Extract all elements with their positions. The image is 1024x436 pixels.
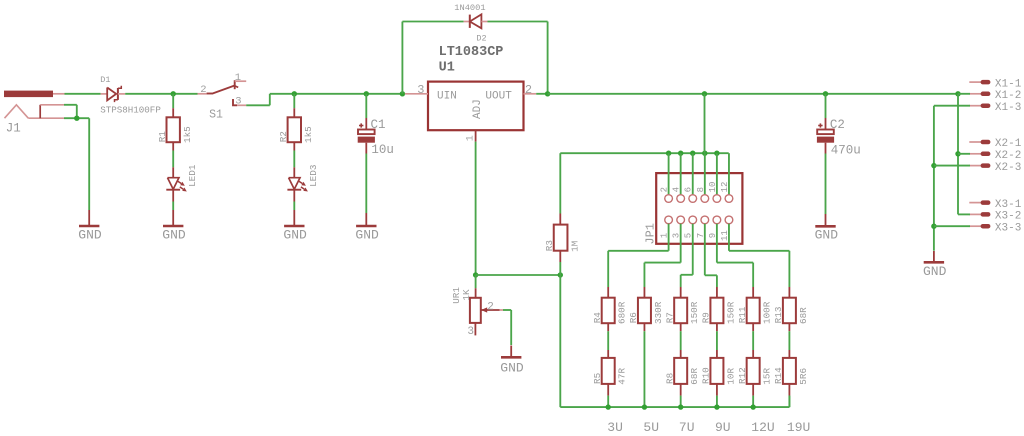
svg-text:5R6: 5R6: [798, 368, 809, 385]
svg-text:150R: 150R: [689, 301, 700, 324]
svg-text:470u: 470u: [831, 144, 861, 158]
svg-text:X2-2: X2-2: [995, 150, 1021, 162]
svg-text:680R: 680R: [617, 301, 628, 324]
svg-text:R4: R4: [592, 312, 603, 324]
svg-text:UR1: UR1: [451, 287, 462, 304]
svg-text:3U: 3U: [607, 420, 623, 435]
svg-text:X3-3: X3-3: [995, 222, 1021, 234]
svg-text:D2: D2: [476, 33, 486, 43]
svg-text:S1: S1: [209, 108, 223, 121]
svg-text:X1-3: X1-3: [995, 102, 1021, 114]
svg-text:3: 3: [417, 83, 424, 97]
svg-text:11: 11: [720, 230, 730, 241]
svg-text:X2-1: X2-1: [995, 138, 1022, 150]
svg-text:X2-3: X2-3: [995, 162, 1021, 174]
svg-text:LED1: LED1: [187, 164, 198, 187]
svg-text:R12: R12: [737, 367, 748, 384]
svg-text:1k5: 1k5: [303, 126, 314, 143]
svg-text:R1: R1: [157, 131, 168, 143]
svg-text:2: 2: [487, 302, 494, 314]
svg-text:6: 6: [684, 187, 694, 192]
svg-text:R9: R9: [701, 312, 712, 323]
svg-text:UOUT: UOUT: [485, 91, 512, 103]
svg-text:3: 3: [235, 96, 241, 108]
svg-text:5U: 5U: [643, 420, 659, 435]
svg-text:C1: C1: [371, 118, 386, 132]
svg-text:R5: R5: [592, 373, 603, 384]
svg-text:7: 7: [696, 233, 706, 238]
svg-text:2: 2: [525, 83, 532, 97]
svg-text:JP1: JP1: [644, 223, 658, 245]
svg-text:3: 3: [467, 326, 474, 338]
svg-text:12U: 12U: [751, 420, 774, 435]
svg-text:150R: 150R: [725, 301, 736, 324]
svg-text:12: 12: [720, 182, 730, 193]
svg-text:GND: GND: [283, 227, 307, 242]
svg-text:J1: J1: [6, 122, 21, 136]
svg-text:GND: GND: [78, 227, 102, 242]
svg-text:5: 5: [684, 233, 694, 238]
svg-text:1: 1: [235, 72, 241, 84]
svg-text:U1: U1: [439, 61, 455, 76]
svg-text:10: 10: [708, 182, 718, 193]
svg-text:2: 2: [200, 84, 206, 96]
svg-text:GND: GND: [355, 227, 379, 242]
svg-text:1: 1: [465, 135, 476, 141]
svg-text:GND: GND: [500, 361, 524, 376]
svg-text:R6: R6: [628, 312, 639, 323]
svg-text:GND: GND: [815, 228, 839, 243]
svg-text:STPS8H100FP: STPS8H100FP: [100, 104, 161, 115]
svg-text:9: 9: [708, 233, 718, 238]
svg-text:X1-1: X1-1: [995, 78, 1022, 90]
svg-text:D1: D1: [100, 75, 110, 85]
svg-text:1M: 1M: [569, 241, 580, 252]
svg-text:47R: 47R: [617, 368, 628, 385]
svg-text:LT1083CP: LT1083CP: [439, 45, 504, 60]
svg-text:X3-1: X3-1: [995, 199, 1022, 211]
svg-text:UIN: UIN: [437, 91, 457, 103]
svg-text:3: 3: [672, 233, 682, 238]
svg-text:68R: 68R: [798, 307, 809, 324]
svg-text:LED3: LED3: [308, 165, 319, 187]
svg-text:9U: 9U: [715, 420, 731, 435]
svg-text:100R: 100R: [762, 301, 773, 324]
svg-text:10R: 10R: [725, 368, 736, 385]
svg-text:R2: R2: [278, 131, 289, 142]
svg-text:R8: R8: [664, 373, 675, 384]
svg-text:1K: 1K: [461, 289, 472, 301]
svg-text:X1-2: X1-2: [995, 90, 1021, 102]
svg-text:1k5: 1k5: [182, 126, 193, 143]
svg-text:1N4001: 1N4001: [454, 3, 485, 13]
svg-text:8: 8: [696, 187, 706, 192]
svg-text:GND: GND: [162, 227, 186, 242]
svg-text:C2: C2: [830, 118, 845, 132]
svg-text:68R: 68R: [689, 368, 700, 385]
svg-text:10u: 10u: [371, 143, 394, 157]
svg-text:1: 1: [660, 233, 670, 238]
svg-text:R13: R13: [773, 307, 784, 324]
svg-text:R3: R3: [544, 240, 555, 251]
svg-text:4: 4: [672, 187, 682, 192]
svg-text:7U: 7U: [679, 420, 695, 435]
svg-text:2: 2: [660, 187, 670, 192]
svg-text:19U: 19U: [787, 420, 810, 435]
svg-text:GND: GND: [923, 264, 947, 279]
svg-text:X3-2: X3-2: [995, 211, 1021, 223]
svg-text:ADJ: ADJ: [472, 99, 484, 119]
svg-text:15R: 15R: [762, 368, 773, 385]
svg-text:R10: R10: [701, 367, 712, 384]
svg-text:R7: R7: [664, 312, 675, 323]
svg-text:R14: R14: [773, 367, 784, 384]
svg-text:R11: R11: [737, 306, 748, 323]
svg-text:330R: 330R: [653, 301, 664, 324]
